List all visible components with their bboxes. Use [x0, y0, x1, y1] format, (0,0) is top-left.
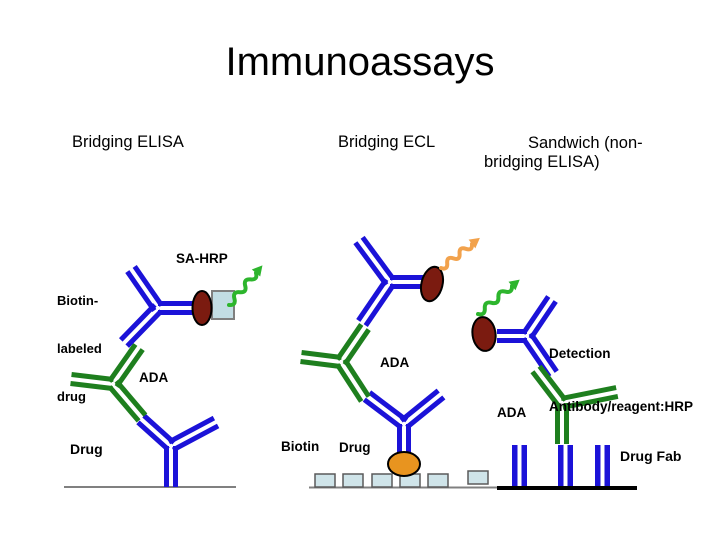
- detection-antibody-label: Detection Antibody/reagent:HRP: [549, 310, 693, 450]
- sandwich-detection-antibody: [497, 295, 559, 378]
- signal-arrow-icon-sandwich: [476, 279, 520, 317]
- column-heading-sandwich-line1: Sandwich (non-: [528, 134, 643, 152]
- fab-bar: [521, 445, 527, 486]
- well-square: [371, 473, 393, 488]
- bridging-elisa-drug-antibody: [118, 265, 196, 348]
- well-square: [427, 473, 449, 488]
- fab-bar: [595, 445, 601, 486]
- hrp-ellipse-bridging-elisa: [191, 290, 213, 326]
- detection-antibody-label-line1: Detection: [549, 346, 611, 361]
- sa-hrp-label: SA-HRP: [176, 251, 228, 266]
- signal-arrow-icon-bridging-ecl: [439, 237, 480, 271]
- ada-label-bridging-ecl: ADA: [380, 355, 410, 370]
- column-heading-bridging-elisa: Bridging ELISA: [72, 133, 184, 151]
- ada-label-sandwich: ADA: [497, 405, 527, 420]
- well-square: [342, 473, 364, 488]
- fab-bar: [604, 445, 610, 486]
- sandwich-ada-antibody: [530, 364, 619, 444]
- slide-title: Immunoassays: [225, 40, 495, 84]
- bridging-elisa-ada-antibody: [70, 342, 148, 423]
- streptavidin-plate-squares: [314, 470, 489, 488]
- fab-bar: [558, 445, 564, 486]
- biotin-labeled-drug-label-line1: Biotin-: [57, 293, 99, 308]
- well-square: [467, 470, 489, 485]
- biotin-bead-ellipse: [387, 451, 421, 477]
- bridging-ecl-capture-antibody: [362, 388, 446, 453]
- fab-bar: [567, 445, 573, 486]
- fab-bar: [512, 445, 518, 486]
- biotin-labeled-drug-label-line3: drug: [57, 389, 86, 404]
- detection-antibody-label-line2: Antibody/reagent:HRP: [549, 398, 694, 414]
- biotin-label-bridging-ecl: Biotin: [281, 439, 320, 454]
- hrp-ellipse-sandwich: [471, 316, 497, 352]
- bridging-ecl-ada-antibody: [300, 323, 371, 403]
- bridging-elisa-capture-antibody: [136, 413, 220, 487]
- drug-fab-bars: [512, 445, 610, 486]
- well-square: [314, 473, 336, 488]
- drug-label-bridging-elisa: Drug: [70, 441, 103, 457]
- biotin-labeled-drug-label-line2: labeled: [57, 341, 102, 356]
- ada-label-bridging-elisa: ADA: [139, 370, 169, 385]
- biotin-labeled-drug-label: Biotin- labeled drug: [57, 261, 102, 437]
- ecl-tag-ellipse: [419, 265, 445, 303]
- drug-label-bridging-ecl: Drug: [339, 440, 371, 455]
- signal-arrow-icon-bridging-elisa: [227, 265, 263, 308]
- column-heading-bridging-ecl: Bridging ECL: [338, 133, 436, 151]
- column-heading-sandwich-line2: bridging ELISA): [484, 153, 600, 171]
- bridging-ecl-drug-antibody: [353, 235, 427, 327]
- drug-fab-label: Drug Fab: [620, 448, 682, 464]
